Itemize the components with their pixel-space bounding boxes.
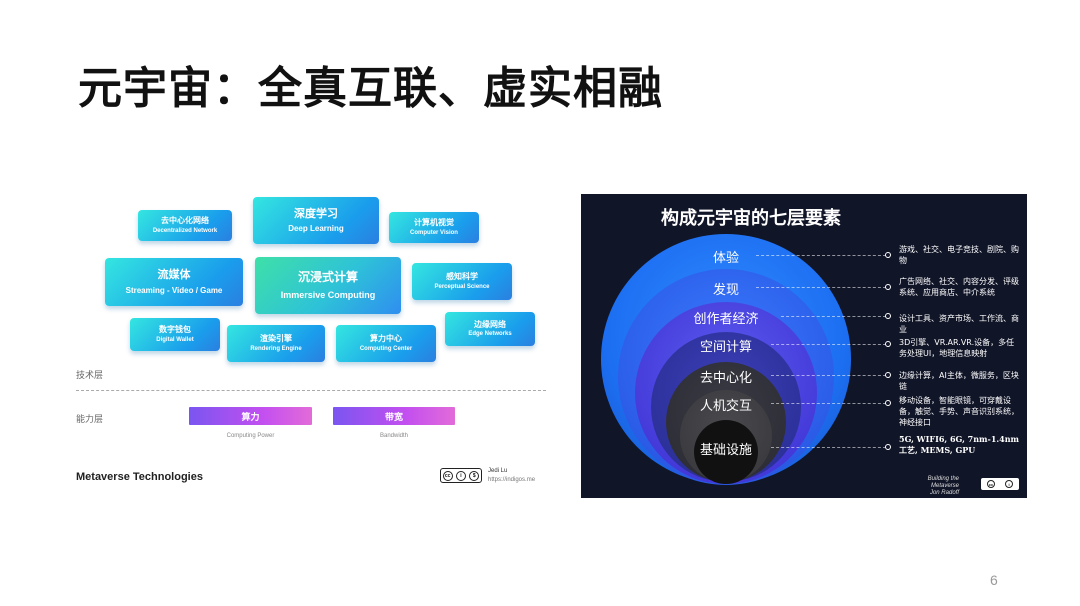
- credit-line-2: Jon Radoff: [929, 490, 959, 497]
- tile-deep-learning: 深度学习 Deep Learning: [253, 197, 379, 244]
- page-number: 6: [990, 572, 998, 588]
- layer-desc-hci: 移动设备，智能眼镜，可穿戴设备，触觉、手势、声音识别系统，神经接口: [899, 396, 1019, 428]
- tile-digital-wallet: 数字钱包 Digital Wallet: [130, 318, 220, 351]
- seven-layers-title: 构成元宇宙的七层要素: [661, 208, 841, 229]
- layer-label-infrastructure: 基础设施: [699, 443, 752, 458]
- tile-label-en: Immersive Computing: [280, 289, 376, 300]
- tile-perceptual-science: 感知科学 Perceptual Science: [412, 263, 512, 300]
- leader-line: [756, 287, 886, 288]
- layer-label-discovery: 发现: [712, 283, 739, 298]
- layer-desc-discovery: 广告网络、社交、内容分发、评级系统、应用商店、中介系统: [899, 277, 1019, 298]
- layer-label-hci: 人机交互: [699, 399, 752, 414]
- leader-dot: [885, 400, 891, 406]
- layer-desc-infrastructure: 5G, WIFI6, 6G, 7nm-1.4nm工艺, MEMS, GPU: [899, 434, 1020, 456]
- tile-rendering-engine: 渲染引擎 Rendering Engine: [227, 325, 325, 362]
- leader-line: [771, 403, 886, 404]
- layer-label-experience: 体验: [712, 251, 739, 266]
- tile-label-en: Digital Wallet: [156, 336, 194, 343]
- tile-label-en: Edge Networks: [468, 331, 512, 338]
- tile-streaming: 流媒体 Streaming - Video / Game: [105, 258, 243, 306]
- capability-sub-computing-power: Computing Power: [226, 433, 275, 439]
- leader-line: [771, 447, 886, 448]
- nc-icon: $: [469, 470, 480, 481]
- tile-label-en: Deep Learning: [288, 224, 344, 234]
- tile-label-cn: 感知科学: [446, 272, 478, 282]
- layer-desc-decentralization: 边缘计算，AI主体，微服务，区块链: [899, 371, 1019, 392]
- layer-label-creator-economy: 创作者经济: [693, 312, 759, 327]
- tile-label-cn: 去中心化网络: [161, 216, 209, 226]
- tile-label-cn: 数字钱包: [159, 325, 191, 335]
- layer-desc-spatial-computing: 3D引擎、VR.AR.VR.设备，多任务处理UI，地理信息映射: [899, 338, 1015, 359]
- figure-credit: Building the Metaverse Jon Radoff: [899, 476, 959, 498]
- cc-license-badge: cc i $: [440, 468, 482, 483]
- tile-label-cn: 边缘网络: [474, 319, 506, 329]
- capability-sub-bandwidth: Bandwidth: [379, 433, 409, 439]
- author-url: https://indigos.me: [488, 477, 536, 483]
- tile-label-cn: 算力中心: [370, 334, 402, 344]
- capability-bar-bandwidth: 带宽: [333, 407, 455, 425]
- figure-footer-title: Metaverse Technologies: [76, 471, 203, 483]
- tile-label-cn: 沉浸式计算: [297, 269, 358, 284]
- cc-license-badge: cc i: [981, 478, 1019, 490]
- ring-infrastructure: [694, 420, 758, 484]
- leader-dot: [885, 444, 891, 450]
- leader-dot: [885, 252, 891, 258]
- author-name: Jedi Lu: [488, 468, 508, 474]
- tile-label-en: Computer Vision: [410, 229, 458, 236]
- layer-label-spatial-computing: 空间计算: [699, 340, 752, 355]
- leader-line: [771, 344, 886, 345]
- tile-label-en: Decentralized Network: [152, 227, 218, 234]
- capability-layer-label: 能力层: [76, 415, 104, 425]
- by-icon: i: [1005, 480, 1013, 488]
- tech-layer-label: 技术层: [76, 371, 104, 381]
- layer-divider: [76, 390, 546, 391]
- tile-label-en: Computing Center: [359, 345, 413, 352]
- tile-immersive-computing: 沉浸式计算 Immersive Computing: [255, 257, 401, 314]
- leader-dot: [885, 313, 891, 319]
- layer-desc-creator-economy: 设计工具、资产市场、工作流、商业: [899, 314, 1019, 335]
- slide-title: 元宇宙：全真互联、虚实相融: [78, 63, 663, 114]
- tile-computer-vision: 计算机视觉 Computer Vision: [389, 212, 479, 243]
- by-icon: i: [455, 470, 466, 481]
- leader-line: [756, 255, 886, 256]
- tile-computing-center: 算力中心 Computing Center: [336, 325, 436, 362]
- cc-icon: cc: [442, 470, 453, 481]
- credit-line-1: Building the Metaverse: [927, 476, 959, 490]
- metaverse-technologies-figure: 去中心化网络 Decentralized Network 深度学习 Deep L…: [72, 190, 552, 495]
- layer-label-decentralization: 去中心化: [699, 371, 752, 386]
- tile-label-cn: 流媒体: [157, 268, 191, 282]
- layer-desc-experience: 游戏、社交、电子竞技、剧院、购物: [899, 245, 1019, 266]
- tile-label-en: Rendering Engine: [250, 345, 302, 352]
- tile-label-cn: 计算机视觉: [414, 218, 454, 228]
- capability-bar-computing-power: 算力: [189, 407, 312, 425]
- author-credit: Jedi Lu https://indigos.me: [488, 467, 535, 485]
- leader-dot: [885, 372, 891, 378]
- cc-icon: cc: [987, 480, 995, 488]
- leader-line: [781, 316, 886, 317]
- tile-edge-networks: 边缘网络 Edge Networks: [445, 312, 535, 346]
- tile-label-cn: 深度学习: [294, 206, 338, 220]
- leader-dot: [885, 284, 891, 290]
- seven-layers-figure: 构成元宇宙的七层要素 体验 发现 创作者经济 空间计算 去中心化 人机交互 基础…: [581, 194, 1027, 498]
- leader-dot: [885, 341, 891, 347]
- tile-label-cn: 渲染引擎: [260, 334, 292, 344]
- tile-label-en: Streaming - Video / Game: [125, 285, 223, 295]
- tile-label-en: Perceptual Science: [434, 283, 490, 290]
- tile-decentralized-network: 去中心化网络 Decentralized Network: [138, 210, 232, 241]
- leader-line: [771, 375, 886, 376]
